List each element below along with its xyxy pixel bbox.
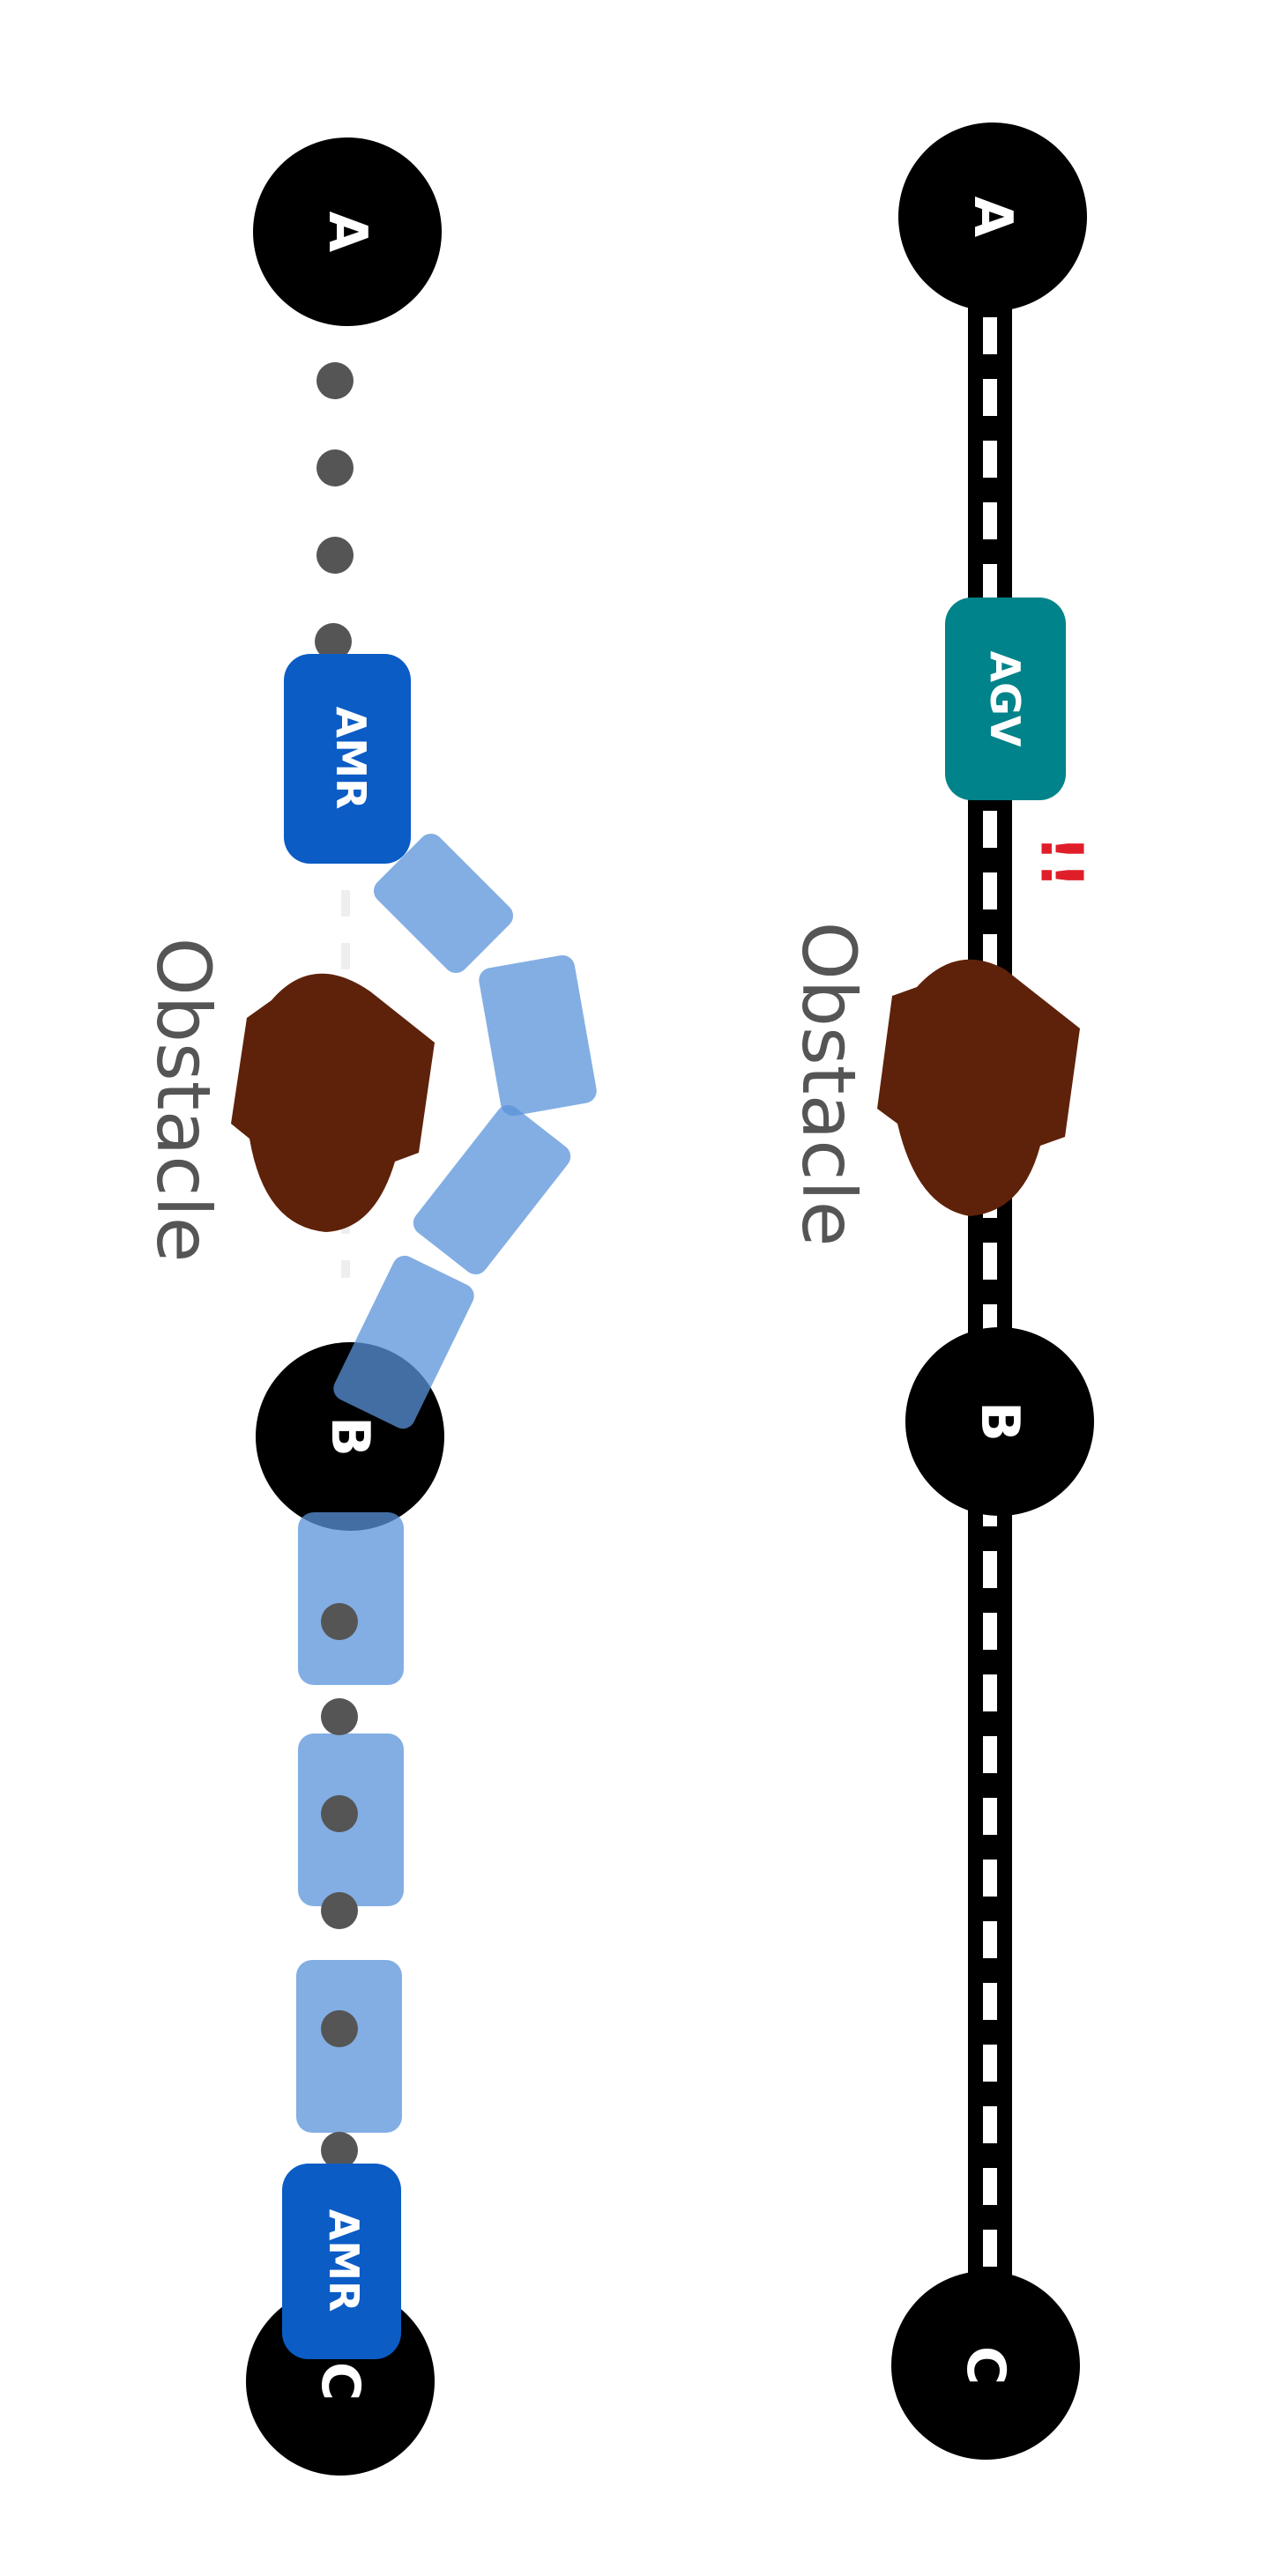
path-dot bbox=[316, 537, 354, 574]
detour-pose bbox=[413, 1104, 571, 1275]
agv-node-b-label: B bbox=[969, 1401, 1031, 1442]
amr-node-a: A bbox=[253, 137, 442, 326]
amr-path-dots-bottom bbox=[321, 1603, 358, 2169]
agv-obstacle-caption: Obstacle bbox=[785, 922, 872, 1247]
agv-node-b: B bbox=[905, 1327, 1094, 1516]
agv-panel: A B C AGV !! Obstacle bbox=[785, 122, 1096, 2460]
amr-node-c-label: C bbox=[309, 2362, 371, 2401]
path-dot bbox=[321, 1892, 358, 1929]
amr-path-dots-top bbox=[315, 362, 354, 660]
detour-pose bbox=[373, 833, 514, 974]
amr-obstacle-shape bbox=[231, 973, 435, 1232]
agv-obstacle-shape bbox=[877, 959, 1080, 1216]
amr-vehicle-end-label: AMR bbox=[320, 2209, 368, 2312]
amr-node-a-label: A bbox=[316, 212, 378, 253]
agv-node-a: A bbox=[898, 122, 1087, 311]
path-dot bbox=[321, 1698, 358, 1735]
detour-pose bbox=[479, 954, 597, 1117]
agv-obstacle bbox=[877, 959, 1080, 1216]
agv-node-c: C bbox=[891, 2271, 1080, 2460]
path-dot bbox=[316, 449, 354, 486]
warning-text: !! bbox=[1028, 835, 1096, 888]
path-dot bbox=[321, 1795, 358, 1832]
amr-node-b-label: B bbox=[319, 1416, 381, 1457]
path-dot bbox=[321, 2132, 358, 2169]
amr-vehicle-end: AMR bbox=[282, 2164, 401, 2359]
warning-icon: !! bbox=[1028, 835, 1096, 888]
agv-vehicle: AGV bbox=[945, 598, 1066, 800]
path-dot bbox=[321, 1603, 358, 1640]
amr-panel: A B C Obstacle bbox=[140, 137, 597, 2476]
detour-pose bbox=[296, 1960, 402, 2133]
detour-pose bbox=[333, 1255, 474, 1429]
agv-vehicle-label: AGV bbox=[981, 651, 1029, 747]
path-dot bbox=[316, 362, 354, 399]
amr-obstacle-caption: Obstacle bbox=[140, 938, 227, 1263]
path-dot bbox=[315, 623, 352, 660]
detour-pose bbox=[298, 1512, 404, 1685]
amr-obstacle bbox=[231, 973, 435, 1232]
path-dot bbox=[321, 2010, 358, 2047]
amr-vehicle-start-label: AMR bbox=[327, 707, 375, 810]
amr-vehicle-start: AMR bbox=[284, 654, 411, 864]
agv-node-a-label: A bbox=[962, 197, 1024, 238]
agv-node-c-label: C bbox=[955, 2346, 1016, 2385]
